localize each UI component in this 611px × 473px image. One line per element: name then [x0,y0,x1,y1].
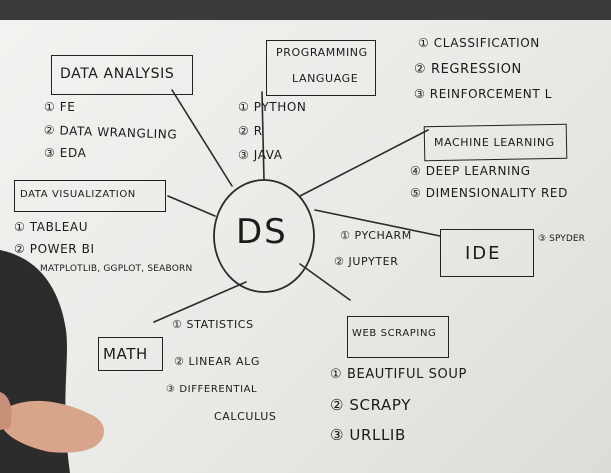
programming-item-3: ③ JAVA [238,148,283,162]
machine-learning-item-4: ④ DEEP LEARNING [410,164,531,178]
web-scraping-box [347,316,449,358]
data-analysis-box [51,55,193,95]
line-to-machine-learning [299,129,429,197]
top-bar [0,0,611,20]
line-to-data-visualization [167,195,216,217]
ml-list-item-1: ① CLASSIFICATION [418,36,540,50]
ml-list-item-2: ② REGRESSION [414,62,522,77]
line-to-data-analysis [171,89,233,187]
ide-title: IDE [465,243,502,264]
programming-item-1: ① PYTHON [238,100,307,114]
programming-box [266,40,376,96]
math-item-4: CALCULUS [214,410,277,423]
programming-title-line2: LANGUAGE [292,72,359,85]
web-scraping-item-1: ① BEAUTIFUL SOUP [330,367,467,382]
machine-learning-title: MACHINE LEARNING [434,136,555,149]
math-box [98,337,163,371]
line-to-programming [261,91,265,181]
ide-item-2: ② JUPYTER [334,255,399,268]
ide-box [440,229,534,277]
line-to-ide [314,209,441,237]
presenter-hand [4,400,105,453]
ide-item-3: ③ SPYDER [538,234,586,244]
programming-item-2: ② R [238,124,263,138]
line-to-math [153,281,247,323]
programming-title-line1: PROGRAMMING [276,46,368,59]
math-item-1: ① STATISTICS [172,318,254,331]
center-ellipse [213,179,315,293]
presenter-sleeve [0,392,12,430]
data-visualization-box [14,180,166,212]
ml-list-item-3: ③ REINFORCEMENT L [414,87,552,101]
center-label: DS [236,212,288,252]
web-scraping-item-2: ② SCRAPY [330,396,411,414]
data-visualization-item-3: MATPLOTLIB, GGPLOT, SEABORN [40,264,193,274]
ide-item-1: ① PYCHARM [340,229,412,242]
data-visualization-title: DATA VISUALIZATION [20,189,136,200]
web-scraping-title: WEB SCRAPING [352,328,437,339]
math-item-2: ② LINEAR ALG [174,355,260,368]
line-to-web-scraping [299,263,351,301]
math-item-3: ③ DIFFERENTIAL [166,384,258,395]
data-analysis-title: DATA ANALYSIS [60,66,175,82]
math-title: MATH [103,345,148,363]
data-visualization-item-2: ② POWER BI [14,242,95,256]
machine-learning-item-5: ⑤ DIMENSIONALITY RED [410,186,568,200]
data-analysis-item-3: ③ EDA [44,146,87,160]
web-scraping-item-3: ③ URLLIB [330,426,406,444]
data-visualization-item-1: ① TABLEAU [14,220,89,234]
data-analysis-item-1: ① FE [44,100,76,114]
